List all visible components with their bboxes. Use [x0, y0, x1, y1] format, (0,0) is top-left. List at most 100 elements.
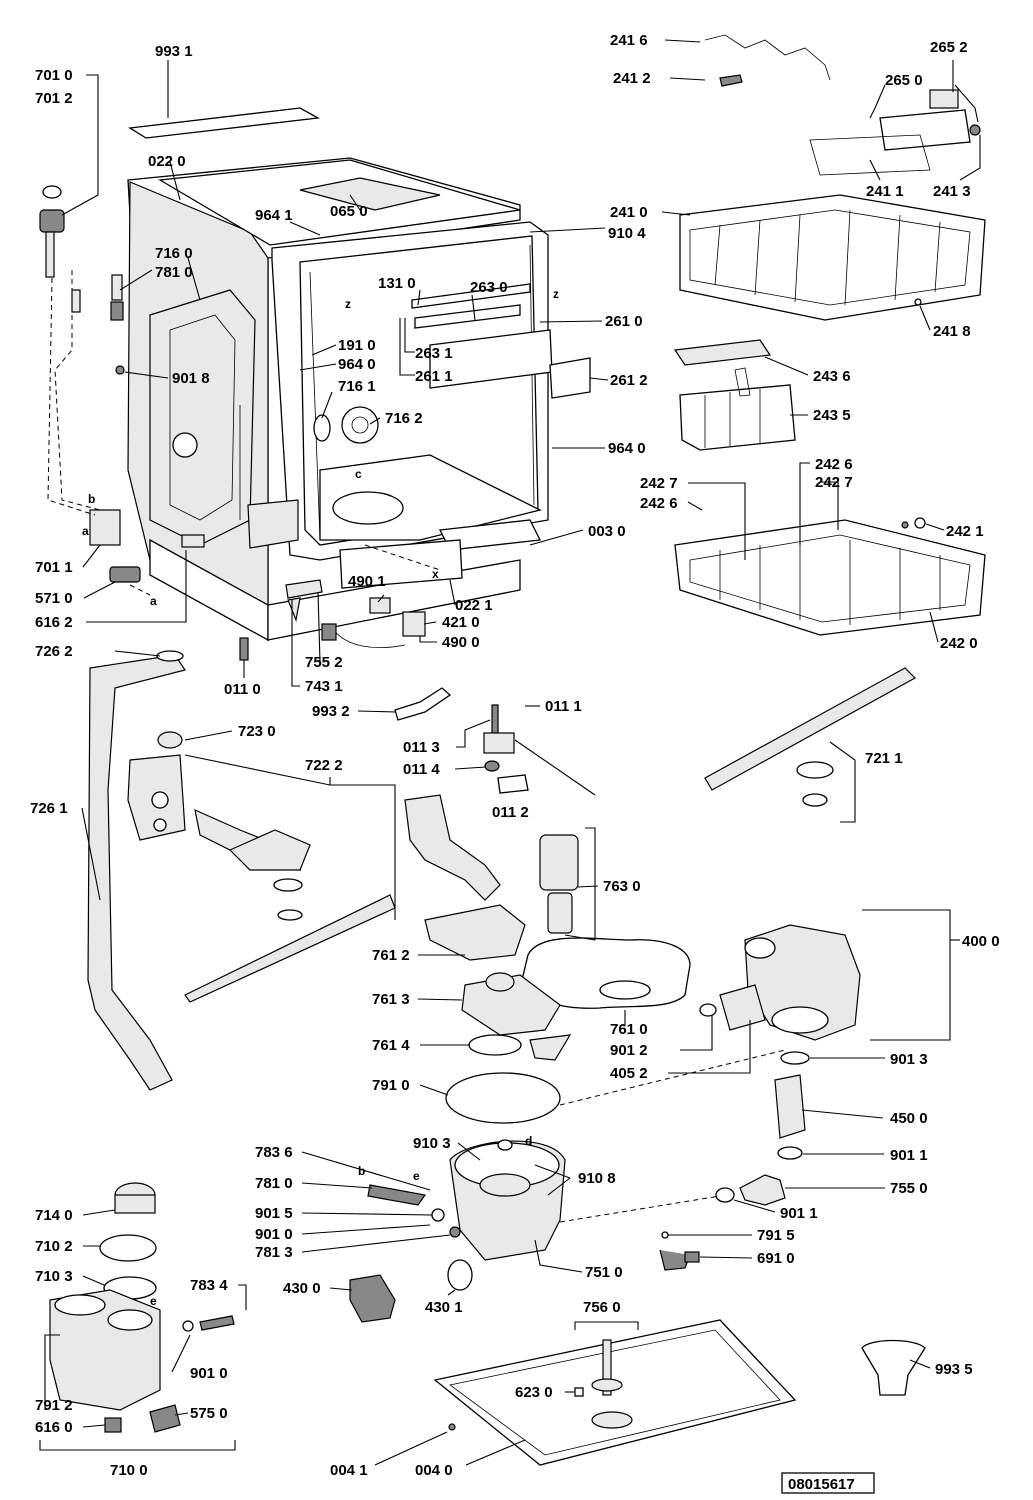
part-623-0: [574, 1387, 584, 1397]
letter-markers: b a a z z c x d e b e: [82, 287, 559, 1308]
label-761-3: 761 3: [372, 991, 410, 1008]
label-405-2: 405 2: [610, 1065, 648, 1082]
marker-b-1: b: [88, 492, 95, 506]
label-791-0: 791 0: [372, 1077, 410, 1094]
label-901-5: 901 5: [255, 1205, 293, 1222]
label-242-1: 242 1: [946, 523, 984, 540]
part-761-3: [461, 974, 561, 1036]
marker-e-2: e: [150, 1294, 157, 1308]
label-011-0: 011 0: [224, 681, 261, 698]
label-242-0: 242 0: [940, 635, 978, 652]
spring-781-0: [111, 274, 123, 301]
clip-616-0: [104, 1417, 122, 1433]
label-011-3: 011 3: [403, 739, 440, 756]
block-421-0: [402, 611, 426, 637]
label-265-0: 265 0: [885, 72, 923, 89]
label-265-2: 265 2: [930, 39, 968, 56]
label-710-3: 710 3: [35, 1268, 73, 1285]
valve-stem: [45, 231, 55, 278]
foot-screw: [491, 704, 499, 734]
spring-small: [71, 289, 81, 313]
label-011-1: 011 1: [545, 698, 582, 715]
label-756-0: 756 0: [583, 1299, 621, 1316]
softener: [49, 1182, 235, 1433]
latch-701-1: [89, 509, 121, 546]
label-726-1: 726 1: [30, 800, 68, 817]
foot-011-0: [239, 637, 249, 661]
marker-x: x: [432, 567, 439, 581]
label-004-1: 004 1: [330, 1462, 368, 1479]
screw-004-1: [448, 1423, 456, 1431]
label-131-0: 131 0: [378, 275, 416, 292]
label-901-8: 901 8: [172, 370, 210, 387]
label-430-0: 430 0: [283, 1280, 321, 1297]
funnel-993-5: [861, 1339, 926, 1396]
label-011-2: 011 2: [492, 804, 529, 821]
label-490-1: 490 1: [348, 573, 386, 590]
label-901-1-b: 901 1: [780, 1205, 818, 1222]
label-721-1: 721 1: [865, 750, 903, 767]
rod-781-0: [367, 1184, 427, 1206]
label-003-0: 003 0: [588, 523, 626, 540]
lower-basket-242-0: [674, 519, 986, 636]
foot-pad-011-2: [497, 774, 529, 794]
label-701-2: 701 2: [35, 90, 73, 107]
circulation-pipes: [87, 650, 396, 1091]
label-242-7-b: 242 7: [640, 475, 678, 492]
label-004-0: 004 0: [415, 1462, 453, 1479]
marker-a-1: a: [82, 524, 89, 538]
clip-241-2: [719, 74, 743, 87]
top-insert: [299, 177, 441, 211]
label-761-0: 761 0: [610, 1021, 648, 1038]
cabinet-tub: [127, 107, 591, 642]
pipe-450-0: [774, 1074, 806, 1139]
ring-710-2: [99, 1234, 157, 1262]
hinge-plate: [247, 499, 299, 549]
part-755-2: [285, 579, 323, 599]
label-065-0: 065 0: [330, 203, 368, 220]
label-716-0: 716 0: [155, 245, 193, 262]
label-710-0: 710 0: [110, 1462, 148, 1479]
connector-571-0: [109, 566, 141, 583]
upper-basket: [673, 34, 986, 807]
label-755-0: 755 0: [890, 1180, 928, 1197]
grid-243-6: [673, 339, 772, 366]
front-strip-022-1: [339, 539, 463, 589]
label-241-1: 241 1: [866, 183, 904, 200]
label-781-0-b: 781 0: [255, 1175, 293, 1192]
label-242-6-b: 242 6: [640, 495, 678, 512]
seal-726-2: [156, 650, 184, 662]
label-791-2: 791 2: [35, 1397, 73, 1414]
label-781-0: 781 0: [155, 264, 193, 281]
label-901-0-b: 901 0: [190, 1365, 228, 1382]
float-rod-756-0: [602, 1339, 612, 1396]
pump-430-0: [349, 1274, 396, 1323]
label-964-0-b: 964 0: [608, 440, 646, 457]
marker-c: c: [355, 467, 362, 481]
marker-a-2: a: [150, 594, 157, 608]
rail-upper: [411, 283, 531, 309]
label-243-5: 243 5: [813, 407, 851, 424]
plate-761-2: [424, 904, 526, 961]
connector-490-1: [369, 597, 391, 614]
label-022-1: 022 1: [455, 597, 493, 614]
label-755-2: 755 2: [305, 654, 343, 671]
label-575-0: 575 0: [190, 1405, 228, 1422]
foot-assembly: [483, 704, 596, 796]
side-panel-detail: [149, 289, 256, 546]
label-710-2: 710 2: [35, 1238, 73, 1255]
seal-761-4: [468, 1034, 522, 1056]
gasket-791-0: [445, 1072, 561, 1124]
label-243-6: 243 6: [813, 368, 851, 385]
label-241-8: 241 8: [933, 323, 971, 340]
clip-616-2: [181, 534, 205, 548]
document-number: 08015617: [788, 1476, 855, 1493]
label-263-1: 263 1: [415, 345, 453, 362]
label-993-2: 993 2: [312, 703, 350, 720]
label-761-2: 761 2: [372, 947, 410, 964]
label-901-3: 901 3: [890, 1051, 928, 1068]
label-901-2: 901 2: [610, 1042, 648, 1059]
upper-left-parts: [39, 185, 205, 583]
label-964-0-a: 964 0: [338, 356, 376, 373]
